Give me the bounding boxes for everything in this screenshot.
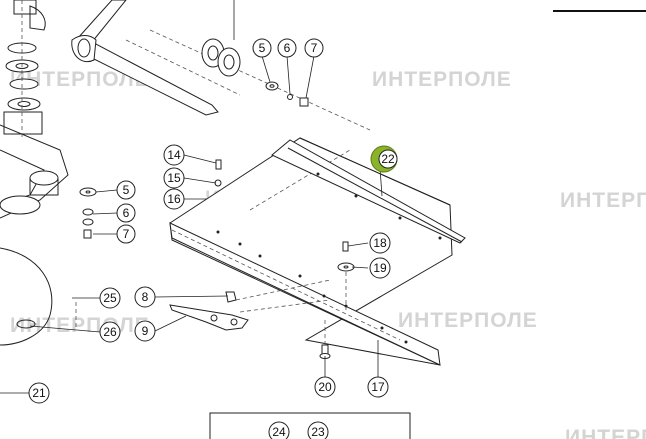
callout-17: 17 bbox=[367, 376, 389, 398]
top-hardware bbox=[261, 55, 315, 107]
callout-23: 23 bbox=[307, 421, 329, 439]
svg-text:6: 6 bbox=[284, 41, 291, 55]
bearing-pair bbox=[201, 0, 241, 77]
svg-text:17: 17 bbox=[371, 380, 385, 394]
svg-text:5: 5 bbox=[123, 183, 130, 197]
leader-26 bbox=[29, 325, 101, 333]
callout-7-top: 7 bbox=[304, 38, 324, 58]
callout-19: 19 bbox=[369, 257, 391, 279]
callout-24: 24 bbox=[268, 421, 290, 439]
callout-8: 8 bbox=[134, 286, 156, 308]
svg-text:5: 5 bbox=[259, 41, 266, 55]
svg-text:19: 19 bbox=[373, 261, 387, 275]
callout-16: 16 bbox=[163, 188, 185, 210]
svg-text:18: 18 bbox=[373, 236, 387, 250]
callout-22: 22 bbox=[370, 145, 398, 173]
callout-5-hub: 5 bbox=[116, 180, 136, 200]
watermark-text: ИНТЕРПОЛЕ bbox=[560, 189, 646, 212]
bar-hardware bbox=[337, 241, 369, 310]
callout-14: 14 bbox=[163, 144, 185, 166]
watermark-text: ИНТЕРПОЛЕ bbox=[398, 309, 538, 332]
hub-hardware bbox=[79, 187, 118, 239]
callout-18: 18 bbox=[369, 232, 391, 254]
callout-9: 9 bbox=[134, 320, 156, 342]
svg-text:20: 20 bbox=[318, 380, 332, 394]
svg-text:21: 21 bbox=[32, 386, 46, 400]
mount-bracket bbox=[154, 279, 331, 332]
svg-text:8: 8 bbox=[142, 290, 149, 304]
callout-20: 20 bbox=[314, 376, 336, 398]
knife-strip bbox=[271, 139, 466, 244]
watermark-text: ИНТЕРПОЛЕ bbox=[10, 68, 150, 91]
svg-text:16: 16 bbox=[167, 192, 181, 206]
callout-26: 26 bbox=[99, 321, 121, 343]
svg-text:25: 25 bbox=[103, 291, 117, 305]
svg-text:7: 7 bbox=[311, 41, 318, 55]
guard-bracket bbox=[71, 0, 371, 131]
callout-5-top: 5 bbox=[252, 38, 272, 58]
watermark-text: ИНТЕРПОЛЕ bbox=[10, 314, 150, 337]
svg-text:6: 6 bbox=[123, 206, 130, 220]
svg-text:22: 22 bbox=[381, 152, 395, 166]
svg-text:24: 24 bbox=[272, 425, 286, 439]
svg-text:14: 14 bbox=[167, 148, 181, 162]
svg-text:7: 7 bbox=[123, 227, 130, 241]
svg-text:23: 23 bbox=[311, 425, 325, 439]
svg-text:15: 15 bbox=[167, 171, 181, 185]
callouts: 5 6 7 14 15 16 5 6 bbox=[28, 38, 398, 439]
watermark-text: ИНТЕРПОЛЕ bbox=[565, 426, 646, 439]
hub-assembly bbox=[0, 0, 69, 219]
callout-15: 15 bbox=[163, 167, 185, 189]
svg-text:9: 9 bbox=[142, 324, 149, 338]
svg-text:26: 26 bbox=[103, 325, 117, 339]
cutting-disc bbox=[0, 247, 53, 346]
callout-6-top: 6 bbox=[277, 38, 297, 58]
callout-25: 25 bbox=[99, 287, 121, 309]
callout-7-hub: 7 bbox=[116, 224, 136, 244]
watermark-text: ИНТЕРПОЛЕ bbox=[372, 68, 512, 91]
bolt-20 bbox=[319, 320, 331, 378]
callout-6-hub: 6 bbox=[116, 203, 136, 223]
callout-21: 21 bbox=[28, 382, 50, 404]
